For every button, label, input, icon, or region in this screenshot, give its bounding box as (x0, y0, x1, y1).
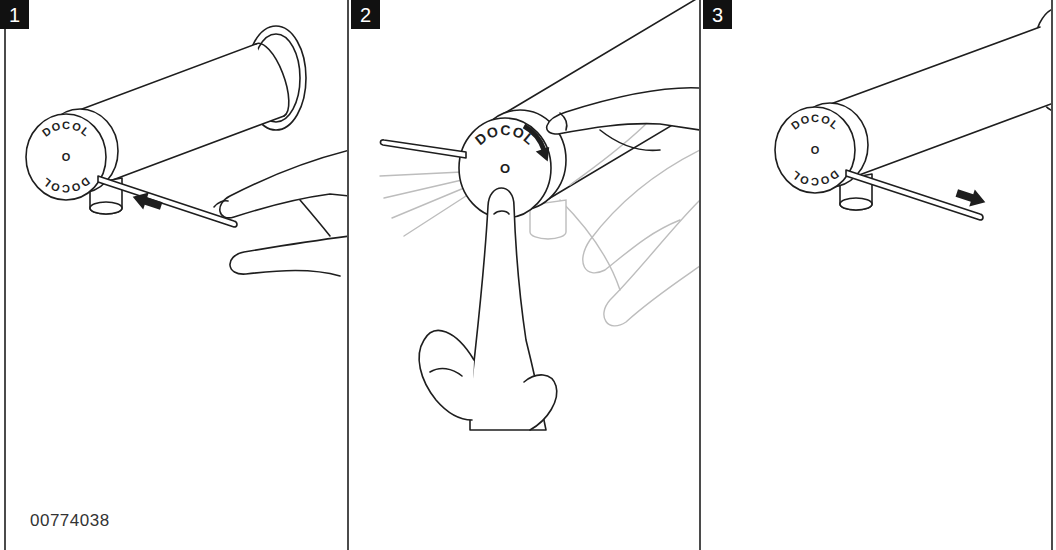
faucet-illustration (98, 176, 237, 227)
hand (547, 88, 699, 151)
hand (600, 130, 660, 150)
cap-text: DOCOL O DOCOL DOCOL O DOCOL O DOCOL (40, 112, 842, 195)
faucet-illustration (26, 114, 106, 200)
cap-marking: DOCOL (40, 175, 93, 195)
faucet-illustration (66, 44, 256, 115)
cap-marking: DOCOL (789, 168, 842, 188)
direction-arrow (954, 184, 988, 210)
step-number-box: 3 (703, 0, 732, 29)
faucet-illustration (26, 26, 347, 276)
lever-positions (384, 180, 462, 198)
faucet-illustration (545, 37, 699, 201)
cap-marking: DOCOL (789, 112, 842, 132)
cap-marking: DOCOL (472, 122, 538, 148)
hand (214, 150, 347, 276)
step-number-box: 2 (351, 0, 380, 29)
cap-marking: DOCOL (40, 119, 93, 139)
ghost-hand (583, 150, 699, 273)
faucet-illustration (256, 43, 289, 116)
document-code: 00774038 (30, 511, 110, 531)
ghost-hand (560, 200, 620, 290)
pressing-hand (494, 211, 509, 214)
rotation-arrow (535, 147, 551, 163)
hand (220, 150, 347, 218)
hand (560, 113, 567, 130)
panel-border (1051, 0, 1053, 550)
lever-positions (392, 188, 464, 218)
faucet-illustration (775, 107, 855, 193)
pressing-hand (419, 188, 557, 430)
ghost-hand (604, 200, 699, 326)
cap-marking: DOCOL (40, 175, 93, 195)
faucet-illustration (843, 104, 1051, 181)
faucet-illustration (94, 116, 284, 187)
cap-marking: O (811, 144, 820, 156)
panel-border (699, 0, 701, 550)
hand (230, 236, 347, 276)
faucet-illustration (90, 202, 122, 214)
hand (300, 200, 330, 236)
faucet-illustration (380, 0, 699, 326)
step-number: 3 (712, 4, 723, 27)
cap-marking: O (500, 161, 510, 176)
hand (547, 88, 699, 134)
lever-positions (404, 196, 466, 236)
step-number-box: 1 (0, 0, 29, 29)
step-number: 1 (9, 4, 20, 27)
panel-border (4, 0, 6, 550)
pressing-hand (430, 369, 462, 376)
cap-marking: DOCOL (789, 112, 842, 132)
lever-positions (380, 172, 462, 176)
lever-positions (380, 172, 466, 236)
faucet-illustration (775, 8, 1051, 220)
faucet-illustration (840, 198, 872, 210)
cap-marking: O (62, 151, 71, 163)
cap-marking: DOCOL (40, 119, 93, 139)
step-number: 2 (360, 4, 371, 27)
cap-marking: DOCOL (472, 122, 538, 148)
cap-marking: DOCOL (789, 168, 842, 188)
faucet-illustration (817, 27, 1040, 109)
faucet-illustration (380, 140, 466, 158)
hand (214, 201, 228, 207)
pressing-hand (419, 330, 474, 420)
pressing-hand (524, 375, 557, 430)
panel-border (347, 0, 349, 550)
direction-arrow (130, 188, 164, 214)
